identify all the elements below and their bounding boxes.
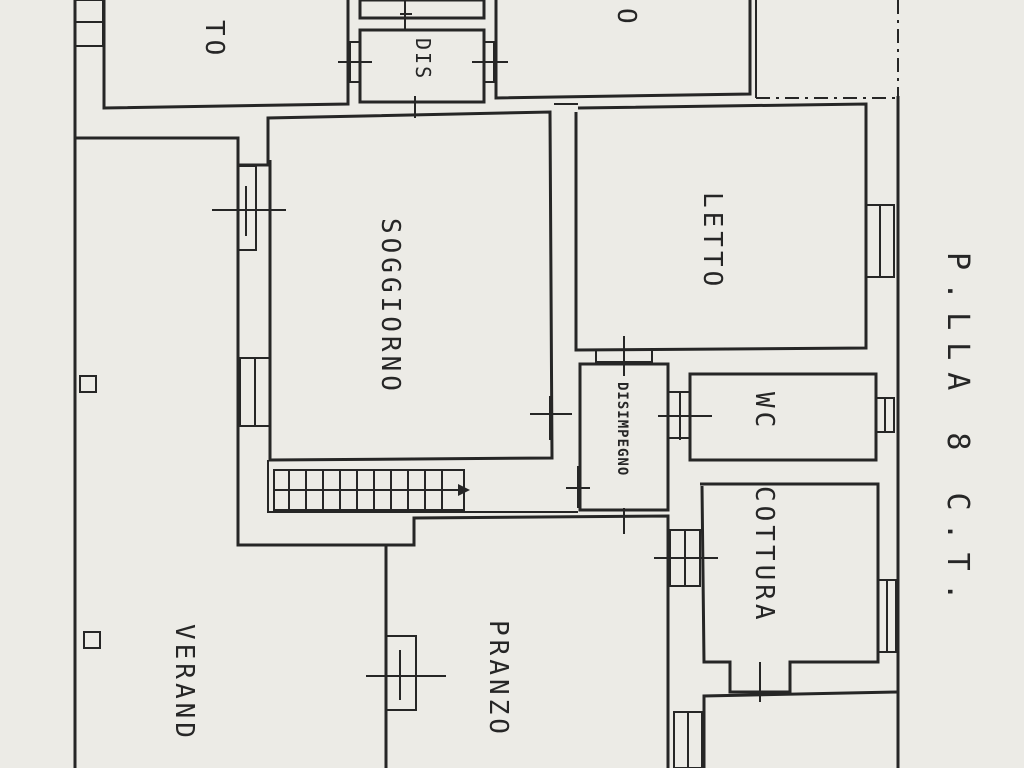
label-soggiorno: SOGGIORNO — [375, 218, 405, 395]
label-cottura: COTTURA — [749, 486, 779, 624]
room-wc — [658, 372, 895, 462]
label-pranzo: PRANZO — [483, 620, 513, 738]
room-cottura — [654, 482, 897, 702]
label-dis: DIS — [411, 38, 435, 80]
room-top-left — [74, 0, 350, 110]
room-soggiorno — [212, 110, 572, 462]
label-wc: WC — [749, 392, 779, 431]
label-top-right-room: O — [611, 8, 641, 28]
room-top-right — [494, 0, 752, 100]
outer-walls — [73, 0, 900, 768]
corridor-stairs — [267, 460, 578, 513]
label-top-left-room: TO — [199, 20, 229, 59]
label-disimpegno: DISIMPEGNO — [614, 382, 630, 476]
room-veranda — [75, 136, 388, 768]
room-pranzo — [366, 514, 899, 768]
room-letto — [554, 102, 895, 376]
label-veranda: VERAND — [169, 624, 199, 742]
label-parcel: P.LLA 8 C.T. — [940, 252, 975, 613]
room-dis — [338, 0, 508, 118]
label-letto: LETTO — [697, 192, 727, 290]
